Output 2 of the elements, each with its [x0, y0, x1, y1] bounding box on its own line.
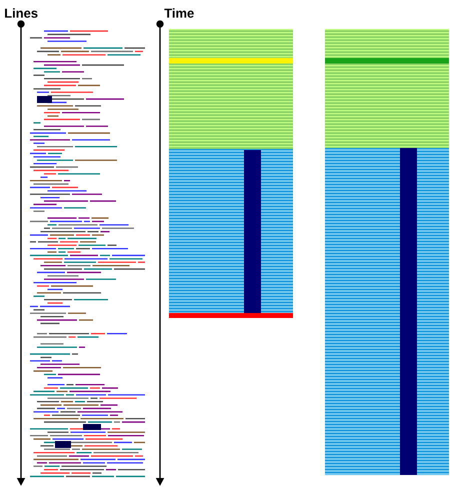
axis-title: Time	[164, 8, 194, 18]
axis-title: Lines	[5, 8, 38, 18]
